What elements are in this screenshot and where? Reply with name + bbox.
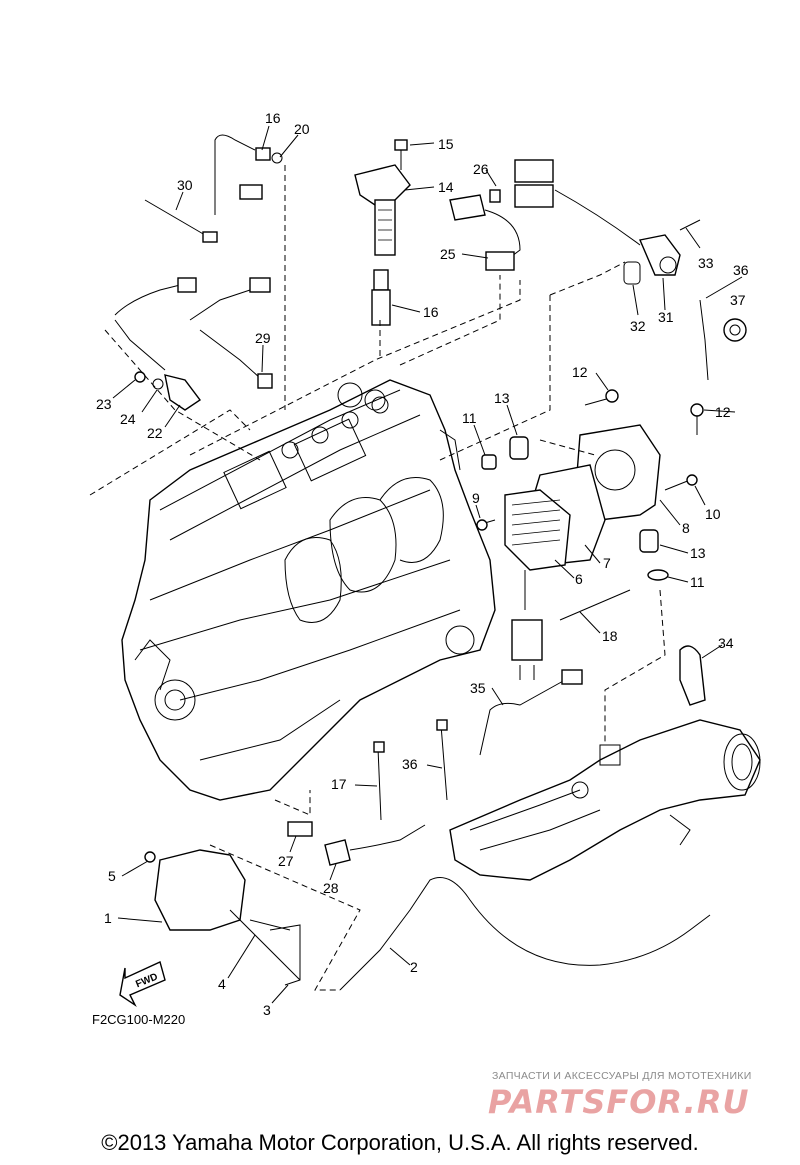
part-label-18: 18 [602, 628, 618, 644]
part-label-23: 24 [120, 411, 136, 427]
part-label-8: 8 [682, 520, 690, 536]
part-label-28: 29 [255, 330, 271, 346]
part-labels: 16 20 30 15 14 26 25 16 33 36 37 31 32 2… [96, 110, 749, 1018]
part-label-21: 22 [147, 425, 163, 441]
part-label-36: 36 [733, 262, 749, 278]
part-label-16: 16 [423, 304, 439, 320]
watermark-logo: PARTSFOR.RU [488, 1083, 750, 1121]
part-label-30: 31 [658, 309, 674, 325]
reference-lines [89, 165, 666, 991]
part-label-11a: 11 [462, 410, 477, 426]
part-label-9: 9 [472, 490, 480, 506]
part-label-7: 7 [603, 555, 611, 571]
exhaust-manifold [449, 719, 761, 881]
part-label-4: 4 [218, 976, 226, 992]
part-label-25: 26 [473, 161, 489, 177]
part-label-3: 3 [263, 1002, 271, 1018]
part-label-26: 27 [278, 853, 294, 869]
part-label-31: 32 [630, 318, 646, 334]
part-label-6: 6 [575, 571, 583, 587]
part-label-5: 5 [108, 868, 116, 884]
engine-block [121, 379, 496, 801]
part-label-10: 10 [705, 506, 721, 522]
part-label-35: 36 [402, 756, 418, 772]
part-label-27: 28 [323, 880, 339, 896]
part-label-15: 15 [438, 136, 454, 152]
engine-parts-diagram: 16 20 30 15 14 26 25 16 33 36 37 31 32 2… [89, 110, 761, 1018]
watermark-tagline: ЗАПЧАСТИ И АКСЕССУАРЫ ДЛЯ МОТОТЕХНИКИ [492, 1070, 752, 1082]
part-label-11b: 11 [690, 574, 705, 590]
part-label-2: 2 [410, 959, 418, 975]
part-label-13b: 13 [690, 545, 706, 561]
part-label-17: 17 [331, 776, 347, 792]
part-label-13a: 13 [494, 390, 510, 406]
part-label-33: 34 [718, 635, 734, 651]
small-parts [114, 134, 747, 991]
part-label-12b: 12 [715, 404, 731, 420]
part-label-1: 1 [104, 910, 112, 926]
part-label-14: 14 [438, 179, 454, 195]
part-label-22: 23 [96, 396, 112, 412]
part-label-34: 35 [470, 680, 486, 696]
part-label-29: 30 [177, 177, 193, 193]
fwd-arrow: FWD [119, 961, 166, 1008]
part-label-37: 37 [730, 292, 746, 308]
part-label-20: 20 [294, 121, 310, 137]
part-label-19: 16 [265, 110, 281, 126]
part-label-24: 25 [440, 246, 456, 262]
copyright-notice: ©2013 Yamaha Motor Corporation, U.S.A. A… [101, 1130, 699, 1155]
part-label-32: 33 [698, 255, 714, 271]
throttle-assembly [504, 424, 661, 680]
diagram-code: F2CG100-M220 [92, 1012, 186, 1027]
part-label-12a: 12 [572, 364, 588, 380]
leader-lines [112, 125, 743, 1004]
